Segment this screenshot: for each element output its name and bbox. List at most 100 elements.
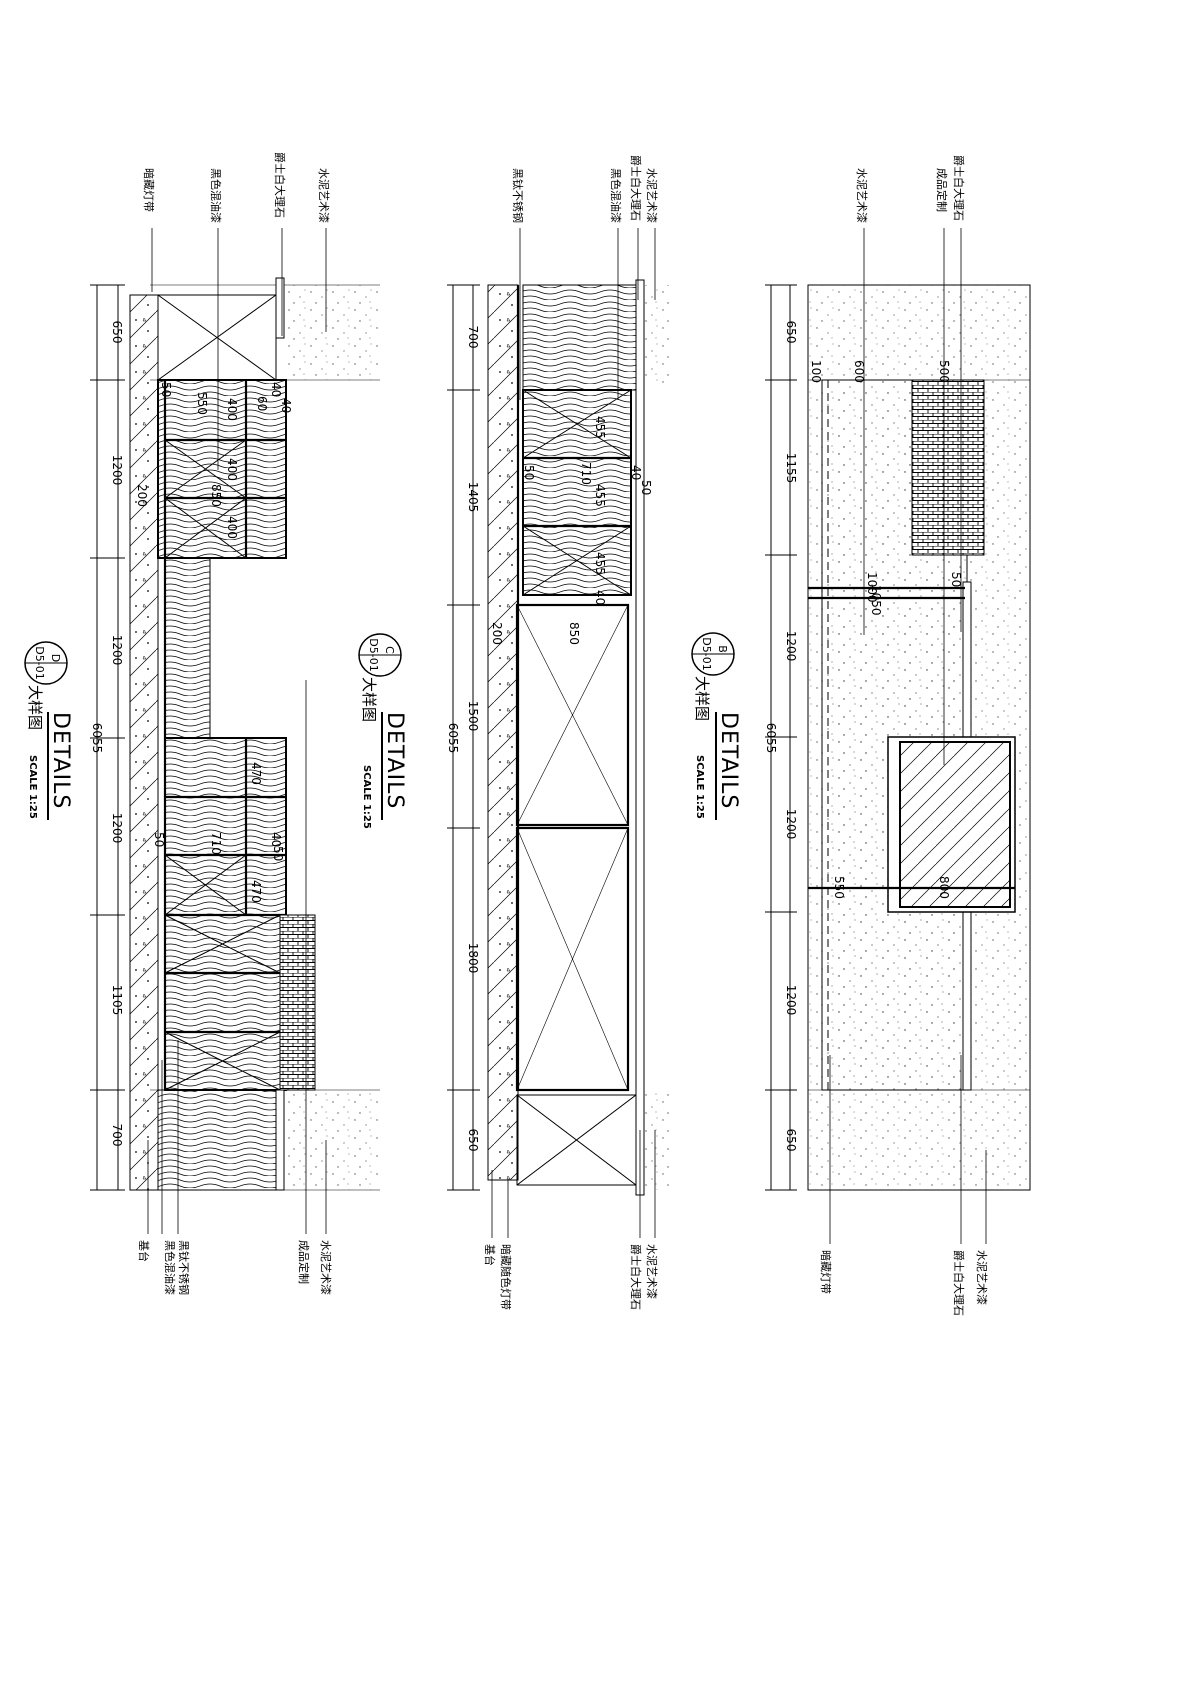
dim-c-in-6: 455	[593, 552, 607, 575]
title-c: DETAILS	[382, 712, 407, 809]
dim-d-in-8: 50	[152, 832, 166, 847]
dim-d-3: 1200	[110, 813, 124, 844]
ref-sheet-c: D5-01	[367, 638, 380, 671]
dim-c-in-5: 455	[593, 484, 607, 507]
stone-strip-bottom	[275, 1089, 285, 1191]
dim-d-in-9: 40	[269, 832, 283, 847]
label-c-bot-0: 基台	[483, 1244, 497, 1266]
cement-wall-bottom-c	[643, 1090, 673, 1190]
label-d-bot-3: 成品定制	[297, 1240, 311, 1284]
dim-b-1: 1155	[784, 453, 798, 484]
subtitle-c: 大样图	[360, 677, 378, 722]
panel-c-labels: 黑钛不锈钢 黑色混油漆 爵士白大理石 水泥艺术漆 基台 暗藏随色灯带 爵士白大理…	[483, 155, 658, 1310]
panel-d-title: D D5-01 大样图 DETAILS SCALE 1:25	[24, 641, 73, 820]
dim-d-in-13: 710	[209, 832, 223, 855]
dim-b-in-5: 1050	[869, 585, 883, 616]
cement-wall-top-c	[643, 285, 673, 385]
stone-strip-c	[635, 279, 645, 1196]
dim-d-in-6: 400	[225, 458, 239, 481]
dim-d-in-12: 40	[279, 398, 293, 413]
plinth-hatch	[129, 294, 159, 1191]
dim-b-4: 1200	[784, 985, 798, 1016]
dim-b-5: 650	[784, 1129, 798, 1152]
dim-d-in-11: 40	[269, 382, 283, 397]
dim-d-in-15: 470	[249, 880, 263, 903]
upper-cabinet-c	[522, 389, 632, 596]
dim-d-in-7: 400	[225, 516, 239, 539]
dim-b-overall: 6055	[764, 723, 778, 754]
panel-b-dims: 650 1155 1200 1200 1200 650 6055 100 600…	[764, 321, 963, 1152]
label-d-bot-2: 黑色混油漆	[163, 1240, 177, 1295]
cement-wall-top	[285, 285, 380, 380]
panel-b-labels: 水泥艺术漆 成品定制 爵士白大理石 暗藏灯带 爵士白大理石 水泥艺术漆	[819, 155, 988, 1316]
panel-d-dims: 650 1200 1200 1200 1105 700 6055 550 60 …	[90, 321, 293, 1147]
dim-c-in-4: 455	[593, 416, 607, 439]
brick-panel-b	[911, 379, 985, 556]
panel-c-dims: 700 1405 1500 1800 650 6055 50 710 40 50…	[446, 326, 653, 1152]
scale-c: SCALE 1:25	[361, 765, 372, 829]
scale-b: SCALE 1:25	[694, 755, 705, 819]
label-d-top-0: 暗藏灯带	[142, 168, 156, 212]
subtitle-d: 大样图	[26, 685, 44, 730]
dim-c-in-9: 850	[567, 622, 581, 645]
open-niche-lower	[515, 826, 630, 1092]
dim-d-in-5: 400	[225, 398, 239, 421]
dim-d-overall: 6055	[90, 723, 104, 754]
label-d-top-1: 黑色混油漆	[209, 168, 223, 223]
panel-d-elevation	[90, 277, 380, 1191]
dim-c-4: 650	[466, 1129, 480, 1152]
dim-d-in-0: 550	[195, 392, 209, 415]
dim-b-in-0: 100	[809, 360, 823, 383]
dim-c-in-7: 40	[593, 590, 607, 605]
dim-c-in-2: 40	[629, 465, 643, 480]
label-b-top-1: 成品定制	[935, 168, 949, 212]
stone-base-strip	[157, 1089, 277, 1191]
panel-c-elevation	[447, 279, 673, 1196]
scale-d: SCALE 1:25	[27, 755, 38, 819]
dim-b-in-1: 600	[852, 360, 866, 383]
ref-sheet-d: D5-01	[33, 646, 46, 679]
label-d-top-2: 爵士白大理石	[273, 152, 287, 218]
label-c-bot-2: 爵士白大理石	[629, 1244, 643, 1310]
panel-b-title: B D5-01 大样图 DETAILS SCALE 1:25	[691, 632, 741, 820]
dim-d-5: 700	[110, 1124, 124, 1147]
label-d-bot-1: 黑钛不锈钢	[177, 1240, 191, 1295]
dim-b-in-4: 50	[949, 572, 963, 587]
plinth-hatch-c	[487, 284, 519, 1181]
dim-c-1: 1405	[466, 482, 480, 513]
dim-c-in-0: 50	[522, 465, 536, 480]
label-c-top-2: 爵士白大理石	[629, 155, 643, 221]
panel-d-labels: 暗藏灯带 黑色混油漆 爵士白大理石 水泥艺术漆 基台 黑钛不锈钢 黑色混油漆 成…	[137, 152, 332, 1295]
dim-c-in-1: 710	[579, 462, 593, 485]
dim-d-0: 650	[110, 321, 124, 344]
dim-d-in-10: 50	[271, 846, 285, 861]
marble-top-band	[522, 284, 637, 391]
dim-c-in-3: 50	[639, 480, 653, 495]
cement-wall-bottom	[285, 1090, 380, 1190]
dim-d-2: 1200	[110, 635, 124, 666]
dim-d-in-2: 50	[159, 382, 173, 397]
label-c-top-3: 水泥艺术漆	[645, 168, 658, 223]
dim-c-3: 1800	[466, 943, 480, 974]
middle-recess	[164, 557, 211, 739]
dim-d-in-4: 850	[209, 484, 223, 507]
label-b-bot-1: 爵士白大理石	[952, 1250, 966, 1316]
label-b-top-2: 爵士白大理石	[952, 155, 966, 221]
label-b-bot-2: 水泥艺术漆	[975, 1250, 988, 1305]
label-b-bot-0: 暗藏灯带	[819, 1250, 833, 1294]
label-c-bot-1: 暗藏随色灯带	[499, 1244, 513, 1310]
open-niche-upper	[515, 603, 630, 827]
dim-d-1: 1200	[110, 455, 124, 486]
panel-c-title: C D5-01 大样图 DETAILS SCALE 1:25	[358, 633, 407, 829]
label-b-top-0: 水泥艺术漆	[855, 168, 868, 223]
ref-letter-d: D	[49, 654, 62, 662]
title-b: DETAILS	[716, 712, 741, 809]
label-c-bot-3: 水泥艺术漆	[645, 1244, 658, 1299]
label-d-bot-4: 水泥艺术漆	[319, 1240, 332, 1295]
dim-c-0: 700	[466, 326, 480, 349]
dim-d-in-14: 470	[249, 762, 263, 785]
ref-letter-b: B	[716, 645, 729, 653]
dim-b-in-6: 550	[832, 876, 846, 899]
label-d-top-3: 水泥艺术漆	[317, 168, 330, 223]
ref-letter-c: C	[383, 646, 396, 654]
